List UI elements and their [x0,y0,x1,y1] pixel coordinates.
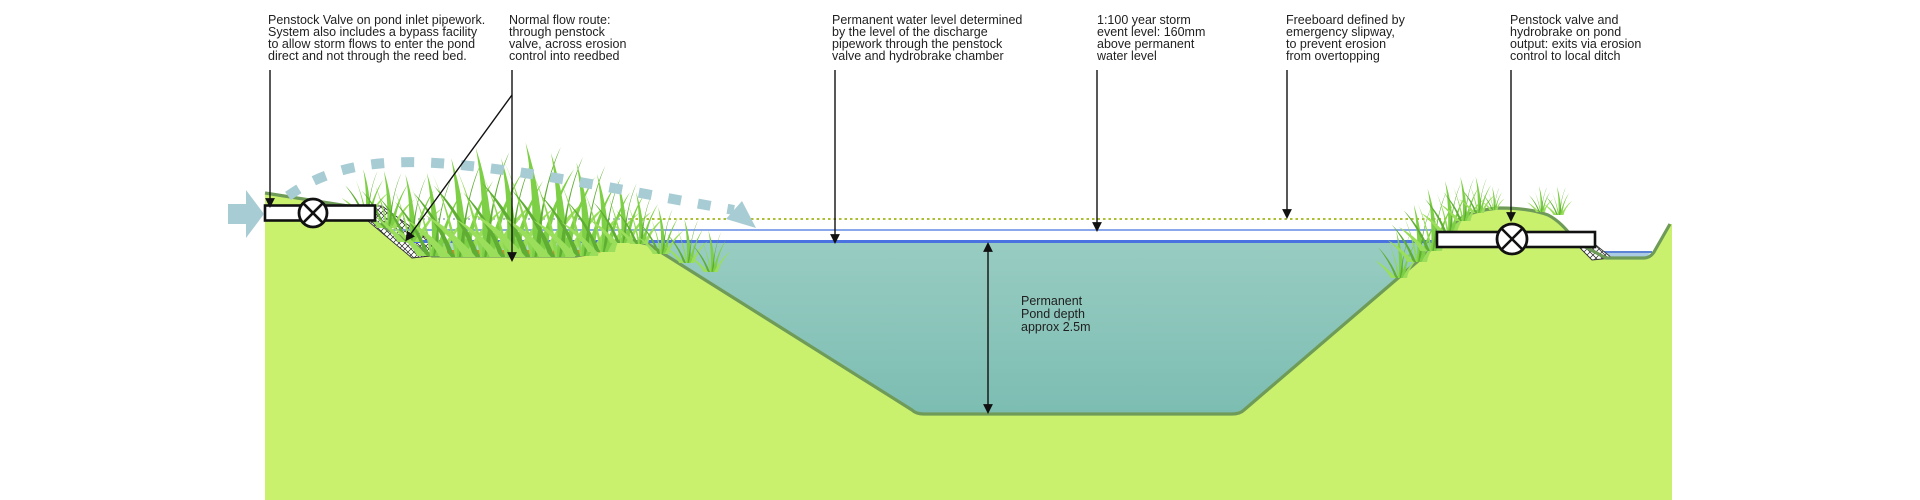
bypass-route-arrow [285,157,756,228]
pond-water [646,243,1437,414]
pond-depth-label: Permanent Pond depth approx 2.5m [1021,294,1091,334]
annotation-freeboard: Freeboard defined by emergency slipway, … [1286,13,1405,63]
inlet-penstock-valve-icon [297,197,329,229]
ground [265,193,1672,500]
annotation-storm-event-level: 1:100 year storm event level: 160mm abov… [1097,13,1206,63]
inflow-arrow-icon [228,190,264,238]
outlet-penstock-valve-icon [1495,222,1529,256]
arrow-normal-flow-branch [405,94,513,242]
annotation-outlet-valve: Penstock valve and hydrobrake on pond ou… [1510,13,1642,63]
annotation-arrows [265,70,1516,414]
annotation-permanent-water-level: Permanent water level determined by the … [832,13,1023,63]
annotation-normal-flow-route: Normal flow route: through penstock valv… [509,13,627,63]
annotation-inlet-valve: Penstock Valve on pond inlet pipework. S… [268,13,486,63]
